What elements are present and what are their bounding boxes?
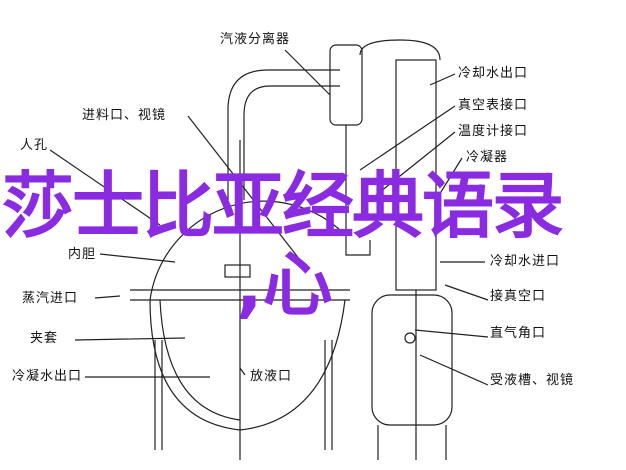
label-vacuum-port: 接真空口 [490,289,547,304]
label-vacuum-gauge: 真空表接口 [458,98,529,113]
label-thermometer: 温度计接口 [458,124,529,139]
overlay-subtitle: ,心 [236,244,333,326]
label-condensate-out: 冷凝水出口 [12,369,83,384]
label-angle-port: 直气角口 [490,326,547,341]
label-separator: 汽液分离器 [220,32,291,47]
label-cooling-water-out: 冷却水出口 [458,66,529,81]
label-cooling-water-in: 冷却水进口 [490,254,561,269]
vessel-top-arc [149,200,341,301]
label-condenser: 冷凝器 [466,150,509,165]
label-inner-tank: 内胆 [68,247,97,262]
label-jacket: 夹套 [30,331,59,346]
label-steam-in: 蒸汽进口 [22,291,79,306]
label-feed-sight: 进料口、视镜 [82,108,167,123]
label-drain: 放液口 [250,369,293,384]
overlay-title: 莎士比亚经典语录 [2,164,564,248]
label-manhole: 人孔 [20,138,49,153]
label-receiver-sight: 受液槽、视镜 [490,373,575,388]
